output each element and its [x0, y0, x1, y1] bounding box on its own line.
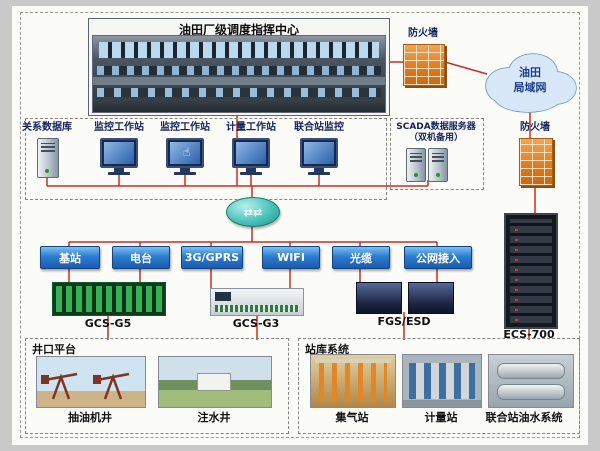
- metering-station-image: [402, 354, 482, 408]
- firewall-icon: [403, 44, 445, 86]
- workstation-label: 联合站监控: [294, 122, 344, 133]
- monitor-icon: [299, 138, 339, 175]
- monitor-icon: ☝: [165, 138, 205, 175]
- well-building-graphic: [197, 373, 231, 391]
- workstation-label: 计量工作站: [226, 122, 276, 133]
- server-slots: [410, 153, 422, 162]
- rack-modules: [56, 286, 162, 312]
- pipe-header-graphic: [315, 359, 391, 363]
- terminal-blocks: [215, 305, 299, 312]
- ecs-700-cabinet-icon: [504, 213, 558, 329]
- workstation-label: 监控工作站: [94, 122, 144, 133]
- floor-graphic: [403, 400, 481, 407]
- scada-server-box: [390, 118, 484, 190]
- injection-well-image: [158, 356, 272, 408]
- sky-graphic: [159, 357, 271, 380]
- firewall-top-label: 防火墙: [408, 28, 438, 39]
- bus-item-radio: 电台: [112, 246, 170, 269]
- fgs-esd-device-icon: [408, 282, 454, 314]
- control-room-photo: [92, 35, 386, 113]
- wellhead-group-box: [25, 338, 289, 434]
- desk-graphic: [93, 77, 385, 85]
- bus-item-base-station: 基站: [40, 246, 100, 269]
- control-center-title: 油田厂级调度指挥中心: [178, 23, 299, 37]
- bus-item-3g-gprs: 3G/GPRS: [181, 246, 243, 269]
- field-graphic: [159, 389, 271, 407]
- lan-cloud-label-line2: 局域网: [513, 81, 547, 94]
- power-led: [45, 169, 49, 173]
- workstation-label: 关系数据库: [22, 122, 72, 133]
- bus-item-fiber: 光缆: [332, 246, 390, 269]
- fgs-esd-device-icon: [356, 282, 402, 314]
- scada-server-icon: [406, 148, 426, 182]
- injection-well-label: 注水井: [197, 411, 231, 424]
- lan-cloud-label-line1: 油田: [519, 66, 541, 79]
- server-slots: [432, 153, 444, 162]
- monitor-icon: [231, 138, 271, 175]
- gas-gathering-station-label: 集气站: [335, 411, 369, 424]
- monitor-icon: [99, 138, 139, 175]
- scada-server-label: SCADA数据服务器: [396, 122, 476, 132]
- console-row-graphic: [97, 66, 381, 75]
- power-led: [414, 173, 418, 177]
- scada-server-sublabel: （双机备用）: [408, 133, 463, 143]
- cabinet-leds: [515, 221, 518, 321]
- console-row-graphic: [97, 88, 381, 97]
- bus-item-public-network: 公网接入: [404, 246, 472, 269]
- device-label-gcs-g5: GCS-G5: [84, 317, 132, 330]
- device-label-ecs-700: ECS-700: [503, 328, 555, 341]
- floor-graphic: [93, 99, 385, 112]
- tank-graphic: [497, 384, 565, 400]
- wellhead-group-title: 井口平台: [32, 343, 76, 356]
- device-label-fgs-esd: FGS/ESD: [377, 315, 431, 328]
- router-icon: ⇄⇄: [226, 197, 280, 227]
- lan-cloud-icon: [485, 53, 577, 113]
- combined-station-label: 联合站油水系统: [485, 411, 563, 424]
- station-group-box: [298, 338, 580, 434]
- pumpjack-well-image: [36, 356, 146, 408]
- pipes-graphic: [319, 363, 387, 401]
- device-screen: [215, 292, 231, 301]
- workstation-label: 监控工作站: [160, 122, 210, 133]
- scada-server-icon: [428, 148, 448, 182]
- router-arrows-glyph: ⇄⇄: [243, 205, 263, 219]
- firewall-right-label: 防火墙: [520, 122, 550, 133]
- gas-gathering-station-image: [310, 354, 396, 408]
- tank-graphic: [497, 363, 565, 379]
- pumpjack-graphic: [37, 357, 145, 407]
- power-led: [436, 173, 440, 177]
- server-slots: [41, 143, 55, 152]
- metering-station-label: 计量站: [424, 411, 458, 424]
- diagram-outer-border: [20, 12, 580, 438]
- station-group-title: 站库系统: [305, 343, 349, 356]
- device-label-gcs-g3: GCS-G3: [232, 317, 280, 330]
- firewall-icon: [519, 138, 553, 186]
- hand-cursor-icon: ☝: [183, 145, 191, 159]
- metering-units-graphic: [409, 363, 475, 399]
- control-center-box: 油田厂级调度指挥中心: [88, 18, 390, 116]
- combined-station-image: [488, 354, 574, 408]
- gcs-g5-device-icon: [52, 282, 166, 316]
- gcs-g3-device-icon: [210, 288, 304, 316]
- database-server-icon: [37, 138, 59, 178]
- pumpjack-well-label: 抽油机井: [68, 411, 112, 424]
- wall-screens-graphic: [99, 42, 379, 58]
- bus-item-wifi: WIFI: [262, 246, 320, 269]
- workstation-group-box: [25, 118, 387, 200]
